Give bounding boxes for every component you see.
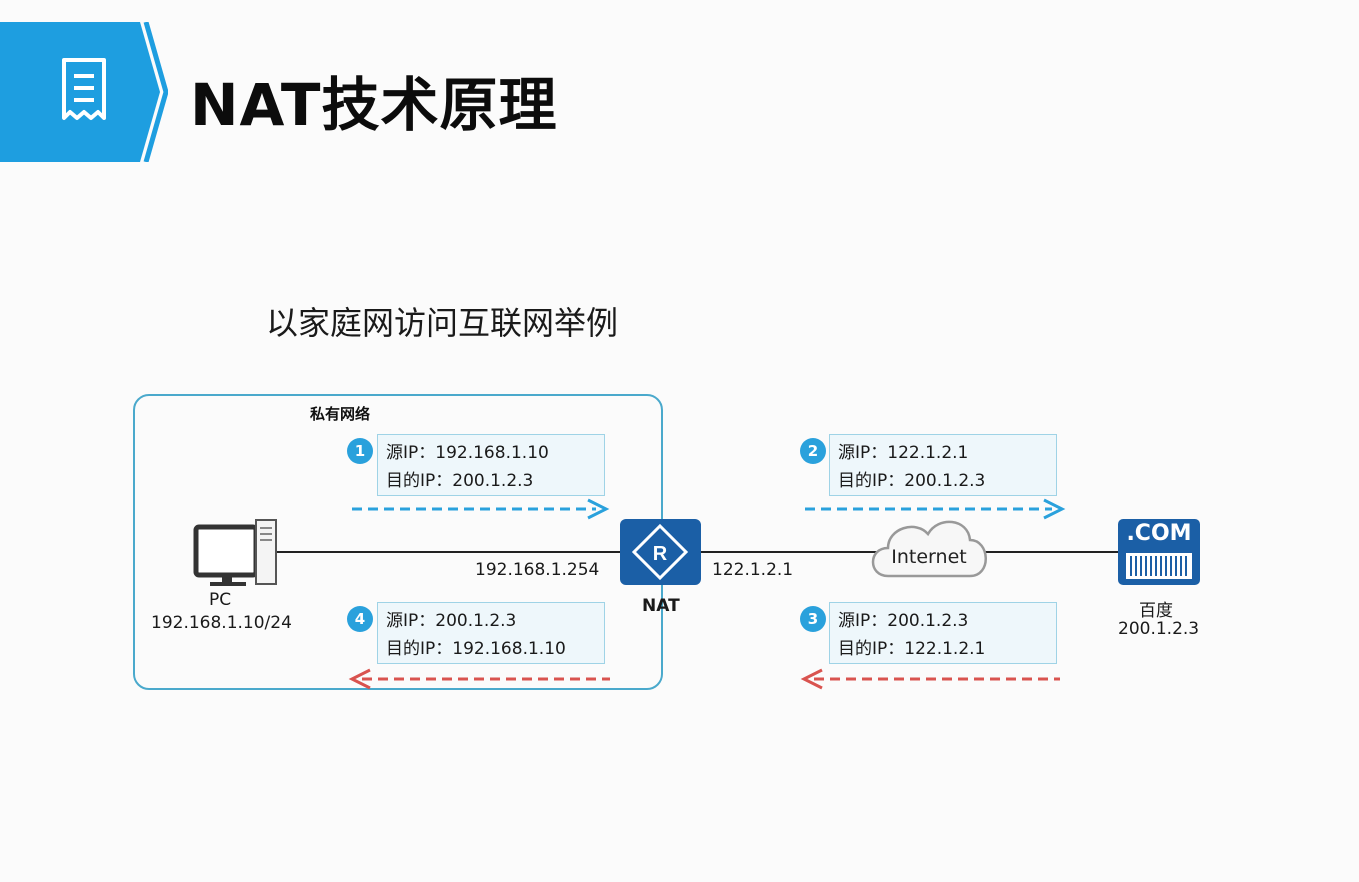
svg-text:R: R	[653, 543, 668, 565]
packet-3-dst: 目的IP：122.1.2.1	[838, 639, 986, 659]
diagram-subtitle: 以家庭网访问互联网举例	[266, 304, 619, 342]
server-name: 百度	[1139, 601, 1173, 621]
packet-box-4: 源IP：200.1.2.3 目的IP：192.168.1.10	[377, 602, 605, 664]
flow-arrow-3	[800, 668, 1060, 690]
server-icon	[1118, 519, 1200, 585]
private-network-label: 私有网络	[310, 405, 371, 423]
packet-1-dst: 目的IP：200.1.2.3	[386, 471, 534, 491]
nat-name: NAT	[642, 596, 680, 616]
step-badge-3: 3	[800, 606, 826, 632]
packet-4-src: 源IP：200.1.2.3	[386, 611, 517, 631]
packet-box-1: 源IP：192.168.1.10 目的IP：200.1.2.3	[377, 434, 605, 496]
cloud-icon	[871, 520, 987, 578]
flow-arrow-1	[352, 498, 610, 520]
packet-2-src: 源IP：122.1.2.1	[838, 443, 969, 463]
server-ip: 200.1.2.3	[1118, 619, 1200, 639]
pc-ip: 192.168.1.10/24	[151, 613, 292, 633]
server-badge: .COM	[1126, 521, 1192, 546]
packet-box-3: 源IP：200.1.2.3 目的IP：122.1.2.1	[829, 602, 1057, 664]
nat-outside-ip: 122.1.2.1	[712, 560, 794, 580]
pc-name: PC	[209, 590, 232, 610]
packet-3-src: 源IP：200.1.2.3	[838, 611, 969, 631]
packet-2-dst: 目的IP：200.1.2.3	[838, 471, 986, 491]
pc-icon	[193, 519, 277, 586]
nat-inside-ip: 192.168.1.254	[475, 560, 600, 580]
step-badge-1: 1	[347, 438, 373, 464]
page-title: NAT技术原理	[190, 71, 558, 139]
flow-arrow-4	[348, 668, 610, 690]
packet-4-dst: 目的IP：192.168.1.10	[386, 639, 566, 659]
packet-1-src: 源IP：192.168.1.10	[386, 443, 549, 463]
header-banner	[0, 22, 168, 162]
packet-box-2: 源IP：122.1.2.1 目的IP：200.1.2.3	[829, 434, 1057, 496]
step-badge-4: 4	[347, 606, 373, 632]
document-icon	[62, 58, 106, 120]
step-badge-2: 2	[800, 438, 826, 464]
internet-label: Internet	[891, 546, 967, 568]
flow-arrow-2	[805, 498, 1066, 520]
router-icon: R	[620, 519, 701, 585]
